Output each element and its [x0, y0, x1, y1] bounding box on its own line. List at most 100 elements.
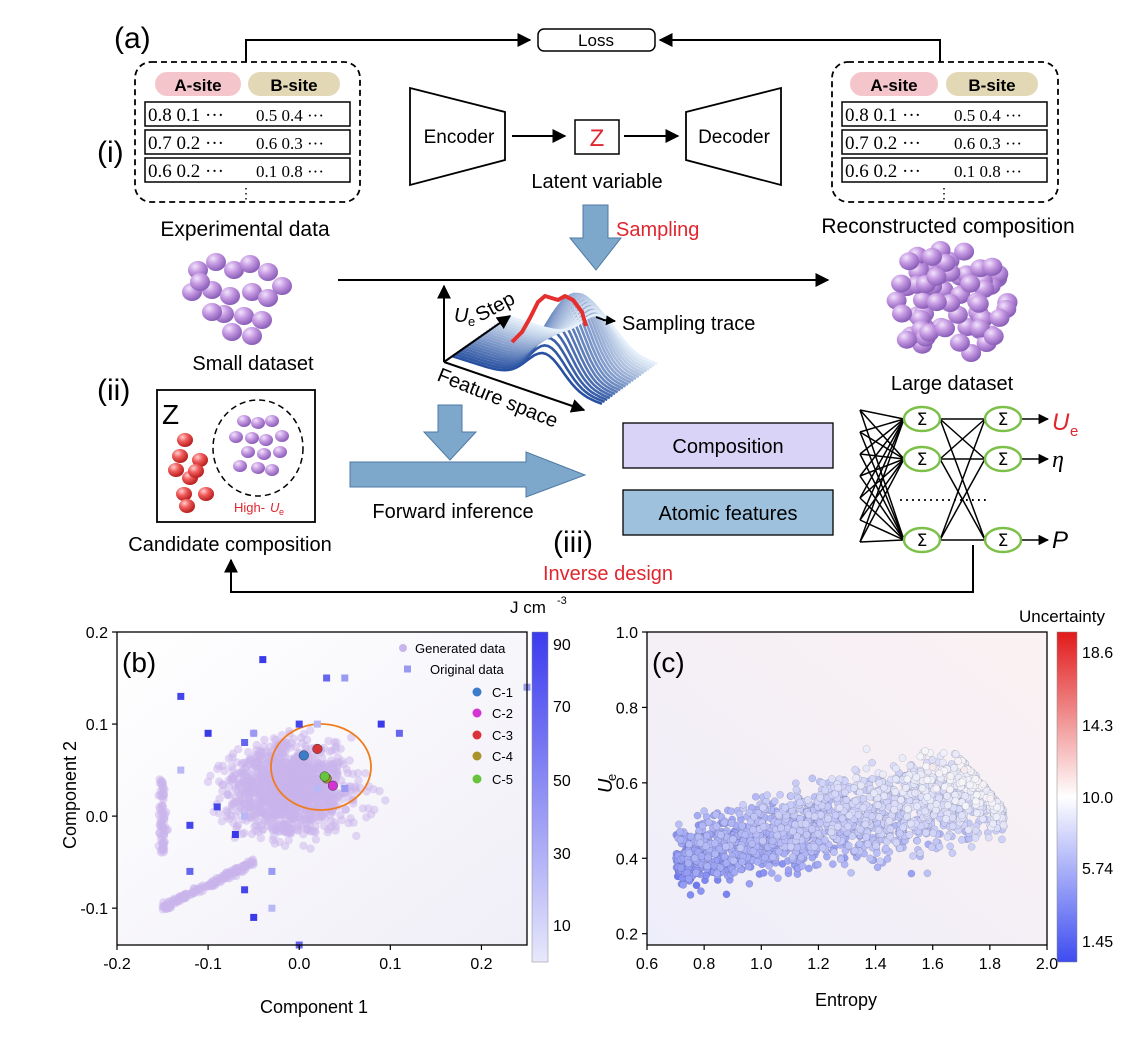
uncertainty-point	[892, 838, 901, 847]
uncertainty-point	[913, 837, 922, 845]
candidate-point-C-1	[298, 750, 309, 761]
uncertainty-point	[862, 745, 871, 753]
uncertainty-point	[793, 832, 801, 841]
nn-connection	[859, 418, 905, 499]
rec-row-2	[841, 129, 1048, 155]
candidate-caption: Candidate composition	[128, 534, 331, 556]
uncertainty-point	[892, 764, 900, 773]
panel-a-label: (a)	[114, 22, 151, 55]
x-tick-label: -0.1	[194, 956, 222, 973]
uncertainty-point	[868, 774, 877, 783]
uncertainty-point	[905, 831, 914, 839]
uncertainty-point	[903, 812, 911, 821]
colorbar-tick-label: 50	[553, 773, 571, 790]
uncertainty-point	[735, 810, 744, 818]
feature-axis	[443, 361, 586, 413]
legend-label: C-4	[492, 749, 513, 764]
y-tick-label: 0.4	[616, 851, 638, 868]
uncertainty-point	[958, 778, 967, 787]
generated-point	[343, 768, 352, 778]
panel-b-xlabel: Component 1	[260, 997, 368, 1017]
purple-sphere	[251, 462, 265, 474]
legend-label: C-3	[492, 728, 513, 743]
panel-b-colorbar-sup: -3	[557, 595, 567, 607]
generated-point	[256, 833, 265, 843]
uncertainty-point	[712, 822, 721, 831]
sigma-symbol: Σ	[998, 450, 1009, 470]
uncertainty-point	[928, 843, 936, 852]
uncertainty-point	[830, 848, 838, 857]
sigma-node: Σ	[902, 445, 942, 473]
uncertainty-point	[943, 792, 951, 800]
legend-marker	[472, 774, 482, 784]
uncertainty-point	[902, 784, 910, 792]
high-ue-sub: e	[279, 507, 284, 517]
uncertainty-point	[753, 858, 762, 866]
purple-sphere	[234, 307, 254, 325]
purple-sphere	[233, 460, 247, 472]
generated-point	[375, 786, 384, 796]
uncertainty-point	[679, 881, 688, 889]
uncertainty-point	[912, 773, 921, 782]
red-sphere	[172, 449, 188, 463]
high-ue-label: High-	[234, 500, 265, 515]
uncertainty-point	[932, 800, 941, 809]
x-tick-label: 1.6	[922, 956, 944, 973]
panel-c-colorbar	[1056, 631, 1078, 963]
purple-sphere	[259, 434, 273, 446]
uncertainty-point	[686, 891, 695, 899]
uncertainty-point	[791, 820, 800, 829]
uncertainty-point	[918, 784, 927, 793]
uncertainty-point	[796, 798, 804, 807]
b-site-pill-2	[946, 72, 1038, 96]
original-point	[241, 886, 249, 894]
uncertainty-point	[921, 747, 929, 755]
uncertainty-point	[942, 815, 950, 823]
uncertainty-point	[903, 775, 912, 784]
uncertainty-point	[880, 783, 888, 792]
uncertainty-point	[827, 828, 836, 837]
generated-point	[302, 735, 312, 745]
generated-point	[305, 787, 315, 796]
red-sphere	[179, 499, 195, 513]
uncertainty-point	[818, 779, 827, 787]
uncertainty-point	[923, 776, 932, 784]
uncertainty-point	[879, 770, 887, 779]
original-point	[259, 656, 267, 664]
uncertainty-point	[973, 809, 981, 817]
generated-point	[292, 793, 302, 802]
composition-label: Composition	[672, 436, 783, 458]
generated-point	[234, 807, 243, 816]
uncertainty-point	[841, 847, 850, 855]
uncertainty-point	[802, 830, 811, 839]
purple-sphere	[949, 333, 970, 352]
uncertainty-point	[787, 792, 795, 800]
uncertainty-point	[857, 781, 865, 790]
uncertainty-point	[729, 835, 737, 844]
uncertainty-point	[967, 843, 976, 851]
purple-sphere	[242, 327, 262, 345]
generated-point	[318, 811, 328, 821]
y-tick-label: 0.0	[86, 809, 108, 826]
generated-point	[245, 797, 254, 806]
uncertainty-point	[821, 836, 829, 844]
uncertainty-point	[861, 820, 870, 829]
uncertainty-point	[999, 821, 1008, 829]
uncertainty-point	[745, 880, 754, 888]
surface-line	[451, 351, 603, 406]
rec-vertical-dots: ⋮	[937, 185, 951, 201]
uncertainty-point	[906, 761, 915, 770]
colorbar-tick-label: 90	[553, 637, 571, 654]
candidate-point-C-3	[312, 743, 323, 754]
surface-line	[485, 292, 637, 380]
colorbar-tick-label: 18.6	[1082, 645, 1113, 662]
uncertainty-point	[751, 793, 760, 801]
colorbar-tick-label: 30	[553, 846, 571, 863]
uncertainty-point	[676, 835, 685, 844]
generated-point	[341, 805, 350, 814]
exp-row-1	[144, 101, 351, 127]
uncertainty-point	[774, 811, 783, 819]
uncertainty-point	[727, 819, 736, 827]
uncertainty-point	[971, 775, 980, 783]
